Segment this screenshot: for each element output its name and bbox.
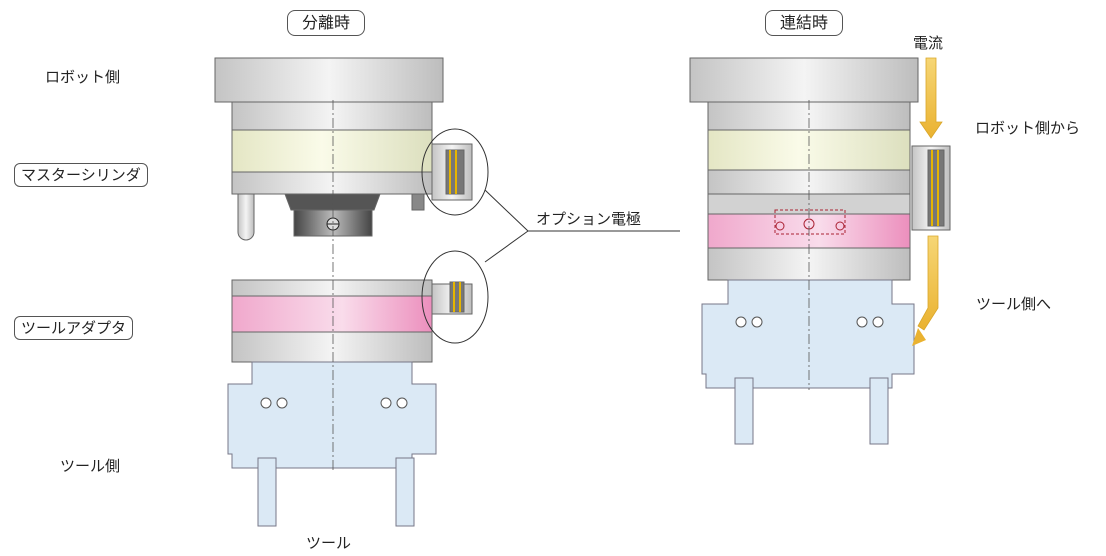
tool-adapter-bottom: [231, 331, 433, 363]
electrode-callout-bottom: [421, 250, 489, 344]
separated-assembly: [214, 57, 489, 527]
tool-body-r: [701, 279, 915, 389]
robot-flange: [214, 57, 444, 103]
tool-finger-left: [257, 457, 277, 527]
master-cylinder-label: マスターシリンダ: [14, 163, 148, 187]
connected-assembly: [689, 57, 951, 445]
option-electrode-label: オプション電極: [536, 210, 642, 228]
from-robot-side-label: ロボット側から: [975, 119, 1081, 137]
master-cylinder-body: [231, 129, 433, 173]
tool-finger-right: [395, 457, 415, 527]
tool-label: ツール: [306, 534, 352, 552]
latch-tab: [411, 193, 425, 211]
electrode-callout-top: [421, 128, 489, 216]
robot-flange-lower: [231, 101, 433, 131]
tool-finger-right-r: [869, 377, 889, 445]
piston-block: [284, 193, 381, 211]
current-arrow-tool-icon: [917, 235, 939, 331]
tool-adapter-label: ツールアダプタ: [14, 316, 134, 340]
tool-side-label: ツール側: [60, 457, 121, 475]
connected-state-label: 連結時: [765, 10, 844, 36]
robot-side-label: ロボット側: [45, 68, 121, 86]
option-electrode-leaders: [484, 189, 680, 263]
tool-finger-left-r: [734, 377, 754, 445]
master-cylinder-lower: [231, 171, 433, 195]
to-tool-side-label: ツール側へ: [976, 295, 1052, 313]
robot-flange-r: [689, 57, 919, 103]
tool-adapter-body: [231, 295, 433, 333]
current-arrow-down-icon: [919, 57, 943, 139]
locating-pin: [237, 193, 255, 241]
current-label: 電流: [913, 34, 944, 52]
tool-adapter-top: [231, 279, 433, 297]
separated-state-label: 分離時: [287, 10, 366, 36]
tool-body: [227, 361, 437, 469]
current-arrows: [912, 57, 943, 346]
